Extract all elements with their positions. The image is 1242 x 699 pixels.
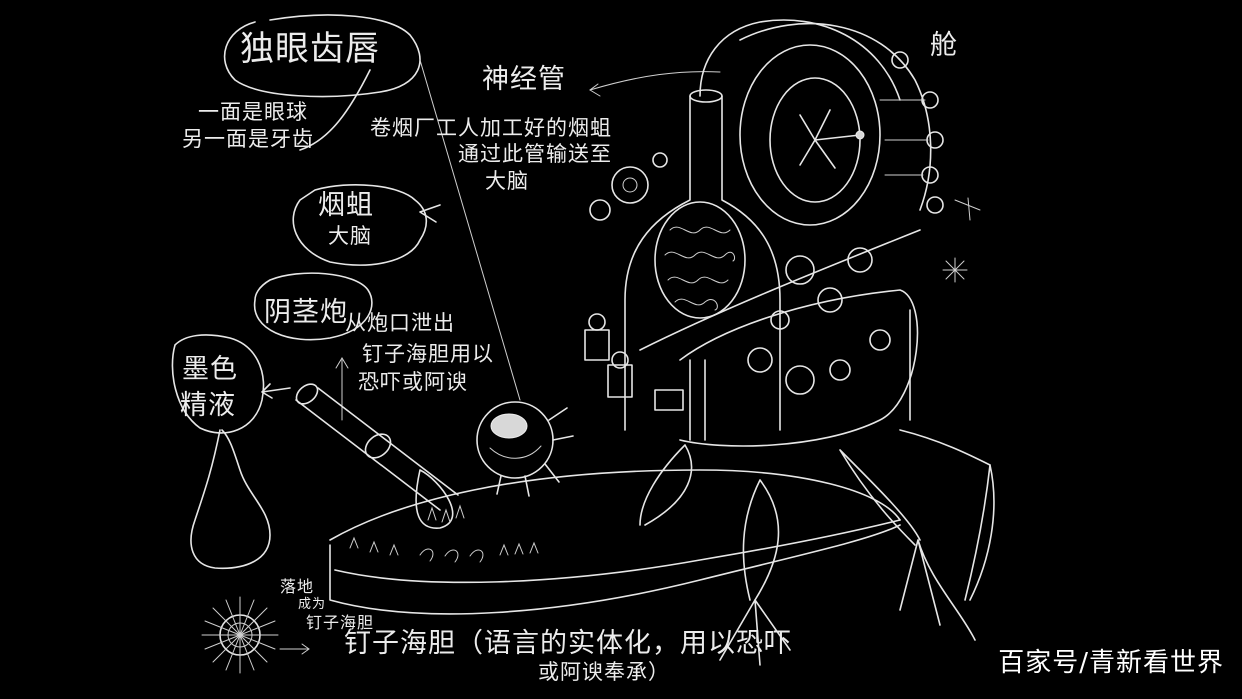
ink-drip-blob: [190, 429, 271, 570]
label-becomes: 成为: [298, 597, 327, 612]
label-black: 墨色: [182, 354, 238, 385]
label-nerve-tube-line3: 大脑: [485, 169, 529, 193]
watermark: 百家号/青新看世界: [998, 648, 1224, 678]
nail-urchin: [201, 596, 279, 674]
creature-legs: [639, 429, 995, 666]
label-teeth-side: 另一面是牙齿: [182, 127, 314, 151]
cabin-wheel: [739, 22, 932, 226]
label-cabin: 舱: [930, 30, 958, 61]
bubble-black-fluid: [171, 334, 291, 434]
label-urchin-caption-line2: 或阿谀奉承）: [538, 660, 670, 684]
pointer-line-eye: [419, 59, 521, 401]
label-nerve-tube: 神经管: [482, 64, 566, 95]
label-maggot: 烟蛆: [318, 190, 374, 221]
label-cannon: 阴茎炮: [264, 297, 348, 328]
nerve-tube-tower: [624, 19, 901, 431]
label-one-eye-teeth-lips: 独眼齿唇: [240, 29, 380, 69]
penis-cannon: [295, 383, 465, 529]
label-nerve-tube-line1: 卷烟厂工人加工好的烟蛆: [370, 116, 612, 140]
bubble-cannon: [253, 272, 373, 341]
hull-platform: [329, 469, 901, 615]
label-cannon-line3: 恐吓或阿谀: [358, 370, 468, 394]
bubble-maggot-brain: [292, 184, 441, 266]
propeller-glyphs: [942, 197, 981, 283]
label-urchin-caption-line1: 钉子海胆（语言的实体化，用以恐吓: [344, 628, 792, 659]
label-eyeball-side: 一面是眼球: [198, 100, 308, 124]
pointer-arrow-up: [335, 357, 349, 421]
maggot-brain: [654, 201, 746, 319]
label-fluid: 精液: [180, 390, 236, 421]
label-nerve-tube-line2: 通过此管输送至: [458, 142, 612, 166]
label-cannon-line2: 钉子海胆用以: [362, 342, 494, 366]
urchin-arrow: [279, 643, 310, 655]
body-shell: [639, 229, 921, 447]
eye-teeth-creature: [476, 401, 574, 497]
bubble-one-eye-teeth-lips: [223, 14, 421, 151]
gears-cluster: [589, 51, 944, 395]
label-brain: 大脑: [328, 224, 372, 248]
label-cannon-line1: 从炮口泄出: [345, 311, 455, 335]
label-landing: 落地: [280, 577, 315, 596]
pipes-nuts: [584, 313, 684, 411]
label-nail-urchin-small: 钉子海胆: [306, 613, 375, 632]
pointer-line-nerve: [589, 71, 721, 91]
